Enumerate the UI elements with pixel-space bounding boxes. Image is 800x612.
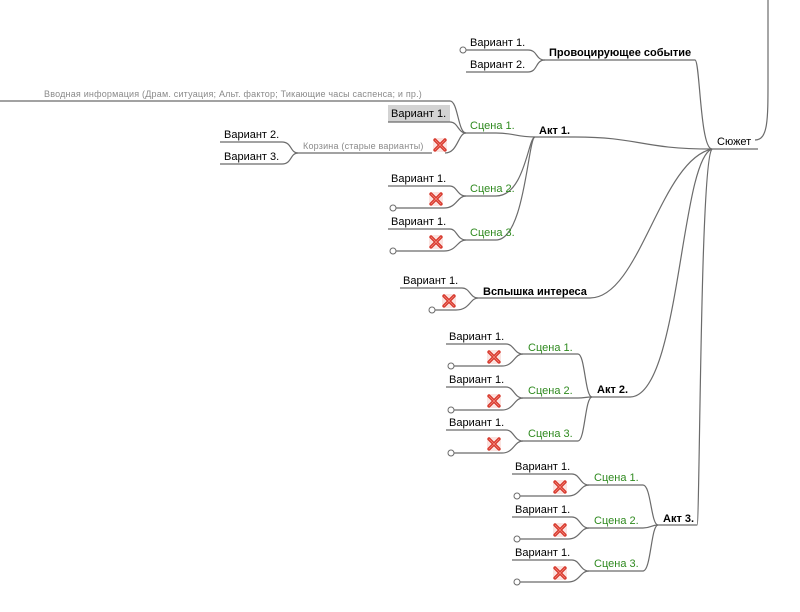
act1-scene3-node[interactable]: Сцена 3. [466, 227, 515, 241]
svg-text:Вариант 2.: Вариант 2. [470, 59, 525, 71]
act3-scene2-node[interactable]: Сцена 2. [589, 515, 643, 529]
svg-text:Сцена 1.: Сцена 1. [528, 342, 573, 354]
act3-scene2-variant-1[interactable]: Вариант 1. [512, 504, 572, 518]
act3-scene1-variant-1[interactable]: Вариант 1. [512, 461, 572, 475]
delete-icon[interactable] [431, 136, 449, 154]
delete-icon[interactable] [427, 190, 445, 208]
act3-node[interactable]: Акт 3. [658, 513, 697, 526]
provoking-variant-2[interactable]: Вариант 2. [466, 59, 528, 73]
svg-text:Сцена 3.: Сцена 3. [594, 558, 639, 570]
svg-text:Сцена 1.: Сцена 1. [470, 120, 515, 132]
edge-root-act1 [574, 136, 713, 150]
act2-scene1-node[interactable]: Сцена 1. [523, 342, 578, 355]
svg-text:Сцена 1.: Сцена 1. [594, 472, 639, 484]
svg-text:Акт 2.: Акт 2. [597, 384, 628, 396]
collapse-knob-icon[interactable] [447, 449, 455, 457]
act3-scene1-node[interactable]: Сцена 1. [589, 472, 643, 486]
collapse-knob-icon[interactable] [459, 46, 467, 54]
svg-text:Вариант 1.: Вариант 1. [470, 37, 525, 49]
act2-scene3-node[interactable]: Сцена 3. [523, 428, 578, 442]
root-node[interactable]: Сюжет [712, 136, 758, 150]
svg-text:Вариант 2.: Вариант 2. [224, 129, 279, 141]
delete-icon[interactable] [551, 478, 569, 496]
svg-text:Вариант 1.: Вариант 1. [515, 461, 570, 473]
svg-text:Вариант 1.: Вариант 1. [449, 374, 504, 386]
svg-text:Сцена 3.: Сцена 3. [528, 428, 573, 440]
act1-scene1-variant-1[interactable]: Вариант 1. [388, 105, 450, 123]
delete-icon[interactable] [440, 292, 458, 310]
delete-icon[interactable] [551, 521, 569, 539]
act2-scene3-variant-1[interactable]: Вариант 1. [446, 417, 506, 431]
act2-node[interactable]: Акт 2. [592, 384, 630, 398]
svg-text:Вариант 1.: Вариант 1. [515, 547, 570, 559]
basket-variant-2[interactable]: Вариант 2. [220, 129, 282, 143]
act3-scene3-node[interactable]: Сцена 3. [589, 558, 643, 572]
svg-text:Акт 3.: Акт 3. [663, 513, 694, 525]
act1-intro-note[interactable]: Вводная информация (Драм. ситуация; Альт… [0, 89, 450, 102]
act1-scene2-variant-1[interactable]: Вариант 1. [388, 173, 450, 187]
basket-variant-3[interactable]: Вариант 3. [220, 151, 282, 165]
flash-of-interest-node[interactable]: Вспышка интереса [478, 286, 590, 299]
svg-text:Вариант 1.: Вариант 1. [391, 216, 446, 228]
act1-scene1-node[interactable]: Сцена 1. [466, 120, 515, 134]
act2-scene2-variant-1[interactable]: Вариант 1. [446, 374, 506, 388]
selection-highlight [388, 105, 450, 122]
svg-text:Вводная информация (Драм. ситу: Вводная информация (Драм. ситуация; Альт… [44, 89, 422, 99]
svg-text:Вариант 3.: Вариант 3. [224, 151, 279, 163]
act2-scene2-node[interactable]: Сцена 2. [523, 385, 578, 399]
provoking-event-label: Провоцирующее событие [549, 47, 691, 59]
act3-scene3-variant-1[interactable]: Вариант 1. [512, 547, 572, 561]
act1-label: Акт 1. [539, 125, 570, 137]
act1-node[interactable]: Акт 1. [535, 125, 575, 138]
act1-scene3-variant-1[interactable]: Вариант 1. [388, 216, 450, 230]
collapse-knob-icon[interactable] [389, 204, 397, 212]
root-up-edge [754, 0, 769, 141]
collapse-knob-icon[interactable] [447, 362, 455, 370]
svg-text:Вариант 1.: Вариант 1. [515, 504, 570, 516]
edge-root-act3 [696, 148, 713, 526]
svg-text:Вариант 1.: Вариант 1. [403, 275, 458, 287]
svg-text:Вариант 1.: Вариант 1. [449, 417, 504, 429]
provoking-variant-1[interactable]: Вариант 1. [459, 37, 528, 54]
provoking-event-node[interactable]: Провоцирующее событие [545, 47, 695, 61]
edge-root-flash [589, 148, 713, 299]
svg-text:Сцена 2.: Сцена 2. [594, 515, 639, 527]
delete-icon[interactable] [485, 435, 503, 453]
svg-text:Корзина (старые варианты): Корзина (старые варианты) [303, 141, 424, 151]
svg-text:Сцена 2.: Сцена 2. [528, 385, 573, 397]
collapse-knob-icon[interactable] [428, 306, 436, 314]
svg-text:Вариант 1.: Вариант 1. [449, 331, 504, 343]
edge-root-provoking [694, 59, 713, 150]
act1-scene2-node[interactable]: Сцена 2. [466, 183, 515, 197]
delete-icon[interactable] [485, 348, 503, 366]
collapse-knob-icon[interactable] [389, 247, 397, 255]
root-label: Сюжет [717, 136, 751, 148]
collapse-knob-icon[interactable] [513, 535, 521, 543]
svg-text:Вспышка интереса: Вспышка интереса [483, 286, 588, 298]
act1-basket-node[interactable]: Корзина (старые варианты) [298, 141, 432, 154]
act2-scene1-variant-1[interactable]: Вариант 1. [446, 331, 506, 345]
svg-text:Вариант 1.: Вариант 1. [391, 173, 446, 185]
svg-text:Сцена 3.: Сцена 3. [470, 227, 515, 239]
collapse-knob-icon[interactable] [513, 492, 521, 500]
svg-text:Сцена 2.: Сцена 2. [470, 183, 515, 195]
delete-icon[interactable] [485, 392, 503, 410]
delete-icon[interactable] [551, 564, 569, 582]
edge-root-act2 [629, 148, 713, 398]
collapse-knob-icon[interactable] [447, 406, 455, 414]
svg-text:Вариант 1.: Вариант 1. [391, 108, 446, 120]
flash-variant-1[interactable]: Вариант 1. [400, 275, 462, 289]
delete-icon[interactable] [427, 233, 445, 251]
collapse-knob-icon[interactable] [513, 578, 521, 586]
